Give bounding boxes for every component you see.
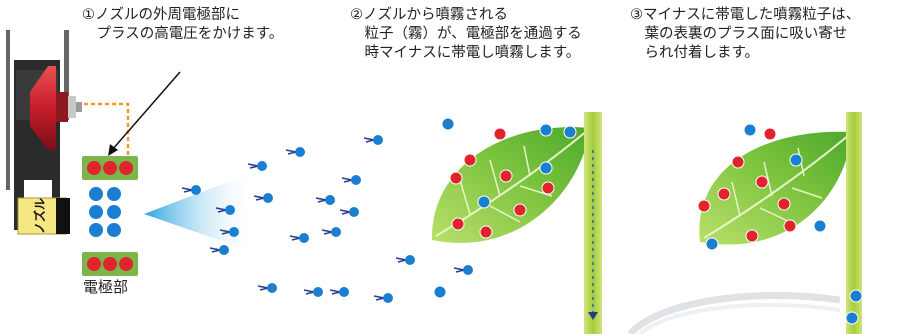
charged-particle [453,265,473,275]
charged-particle [363,135,383,145]
charged-particle [373,293,393,303]
step3-caption: ③マイナスに帯電した噴霧粒子は、 葉の表裏のプラス面に吸い寄せ られ付着します。 [630,7,861,61]
negative-charge [441,117,455,131]
charged-particle [289,233,309,243]
charged-particle [219,227,239,237]
negative-charge [563,125,577,139]
negative-charge [813,219,827,233]
hose [627,291,841,334]
nozzle-label: ノズル [32,198,47,234]
charged-particle [315,195,335,205]
negative-charge [743,123,757,137]
spray-particles [181,135,473,303]
charged-particle [341,175,361,185]
positive-charge [745,229,759,243]
positive-charge [449,171,463,185]
electrode-minus-charges [89,187,121,237]
charged-particle [339,207,359,217]
high-voltage-wire [84,102,130,156]
positive-charge [541,181,555,195]
negative-charge [705,237,719,251]
charged-particle [285,147,305,157]
charged-particle [329,287,349,297]
charged-particle [253,193,273,203]
negative-charge [789,153,803,167]
charged-particle [181,185,201,195]
electrode-label: 電極部 [83,278,129,296]
positive-charge [697,199,711,213]
positive-charge [755,175,769,189]
nozzle-red-cap [30,66,56,150]
positive-charge [493,127,507,141]
positive-charge [783,219,797,233]
positive-charge [499,169,513,183]
charged-particle [303,287,323,297]
charged-particle [215,205,235,215]
positive-charge [717,187,731,201]
charged-particle [321,227,341,237]
charged-particle [257,283,277,293]
negative-charge [849,289,863,303]
spray-cone [144,176,248,250]
nozzle-assembly: ノズル [6,30,82,235]
negative-charge [433,285,447,299]
electrode-bottom [82,252,138,276]
positive-charge [777,197,791,211]
positive-charge [513,203,527,217]
negative-charge [539,161,553,175]
step2-caption: ②ノズルから噴霧される 粒子（霧）が、電極部を通過する 時マイナスに帯電し噴霧し… [350,7,582,61]
step1-caption: ①ノズルの外周電極部に プラスの高電圧をかけます。 [82,7,284,42]
charged-particle [209,245,229,255]
pointer-arrow [111,71,181,151]
negative-charge [539,123,553,137]
stem-right [846,112,862,334]
leaf-charges [433,117,863,325]
electrode-top [82,156,138,180]
positive-charge [451,217,465,231]
positive-charge [731,155,745,169]
negative-charge [477,195,491,209]
negative-charge [845,311,859,325]
positive-charge [463,153,477,167]
charged-particle [395,255,415,265]
positive-charge [763,127,777,141]
positive-charge [479,225,493,239]
charged-particle [247,161,267,171]
